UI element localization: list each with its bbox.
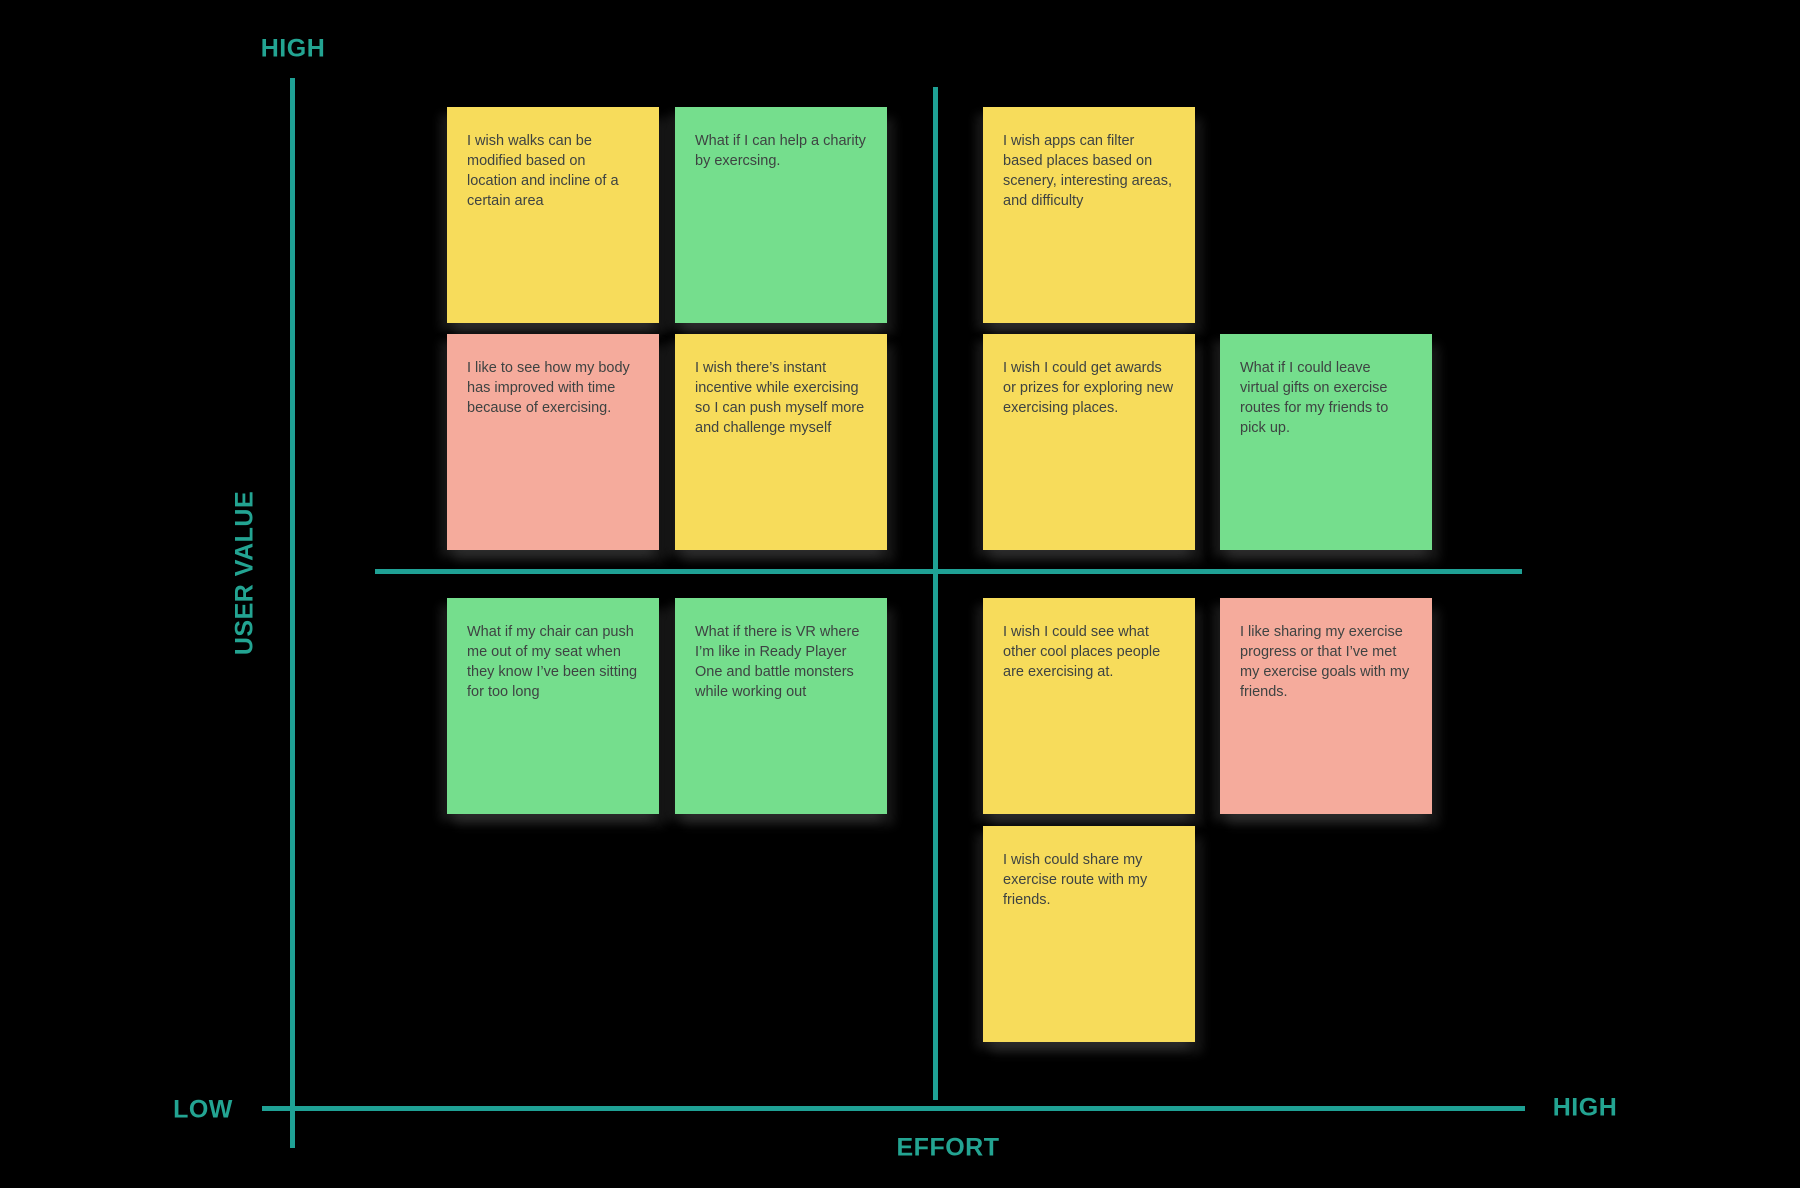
quadrant-vertical-line — [933, 87, 938, 1100]
y-axis-line — [290, 78, 295, 1148]
sticky-note[interactable]: What if my chair can push me out of my s… — [447, 598, 659, 814]
quadrant-horizontal-line — [375, 569, 1522, 574]
sticky-note[interactable]: I like to see how my body has improved w… — [447, 334, 659, 550]
sticky-note[interactable]: I wish walks can be modified based on lo… — [447, 107, 659, 323]
x-axis-title: EFFORT — [896, 1133, 1000, 1162]
origin-low-label: LOW — [173, 1095, 233, 1124]
sticky-note[interactable]: I wish there’s instant incentive while e… — [675, 334, 887, 550]
y-axis-max-label: HIGH — [260, 34, 326, 63]
sticky-note[interactable]: I wish could share my exercise route wit… — [983, 826, 1195, 1042]
x-axis-max-label: HIGH — [1552, 1093, 1618, 1122]
sticky-note[interactable]: I wish apps can filter based places base… — [983, 107, 1195, 323]
sticky-note[interactable]: What if I could leave virtual gifts on e… — [1220, 334, 1432, 550]
sticky-note[interactable]: I wish I could see what other cool place… — [983, 598, 1195, 814]
x-axis-line — [262, 1106, 1525, 1111]
sticky-note[interactable]: What if I can help a charity by exercsin… — [675, 107, 887, 323]
sticky-note[interactable]: What if there is VR where I’m like in Re… — [675, 598, 887, 814]
y-axis-title: USER VALUE — [230, 490, 259, 656]
sticky-note[interactable]: I wish I could get awards or prizes for … — [983, 334, 1195, 550]
sticky-note[interactable]: I like sharing my exercise progress or t… — [1220, 598, 1432, 814]
